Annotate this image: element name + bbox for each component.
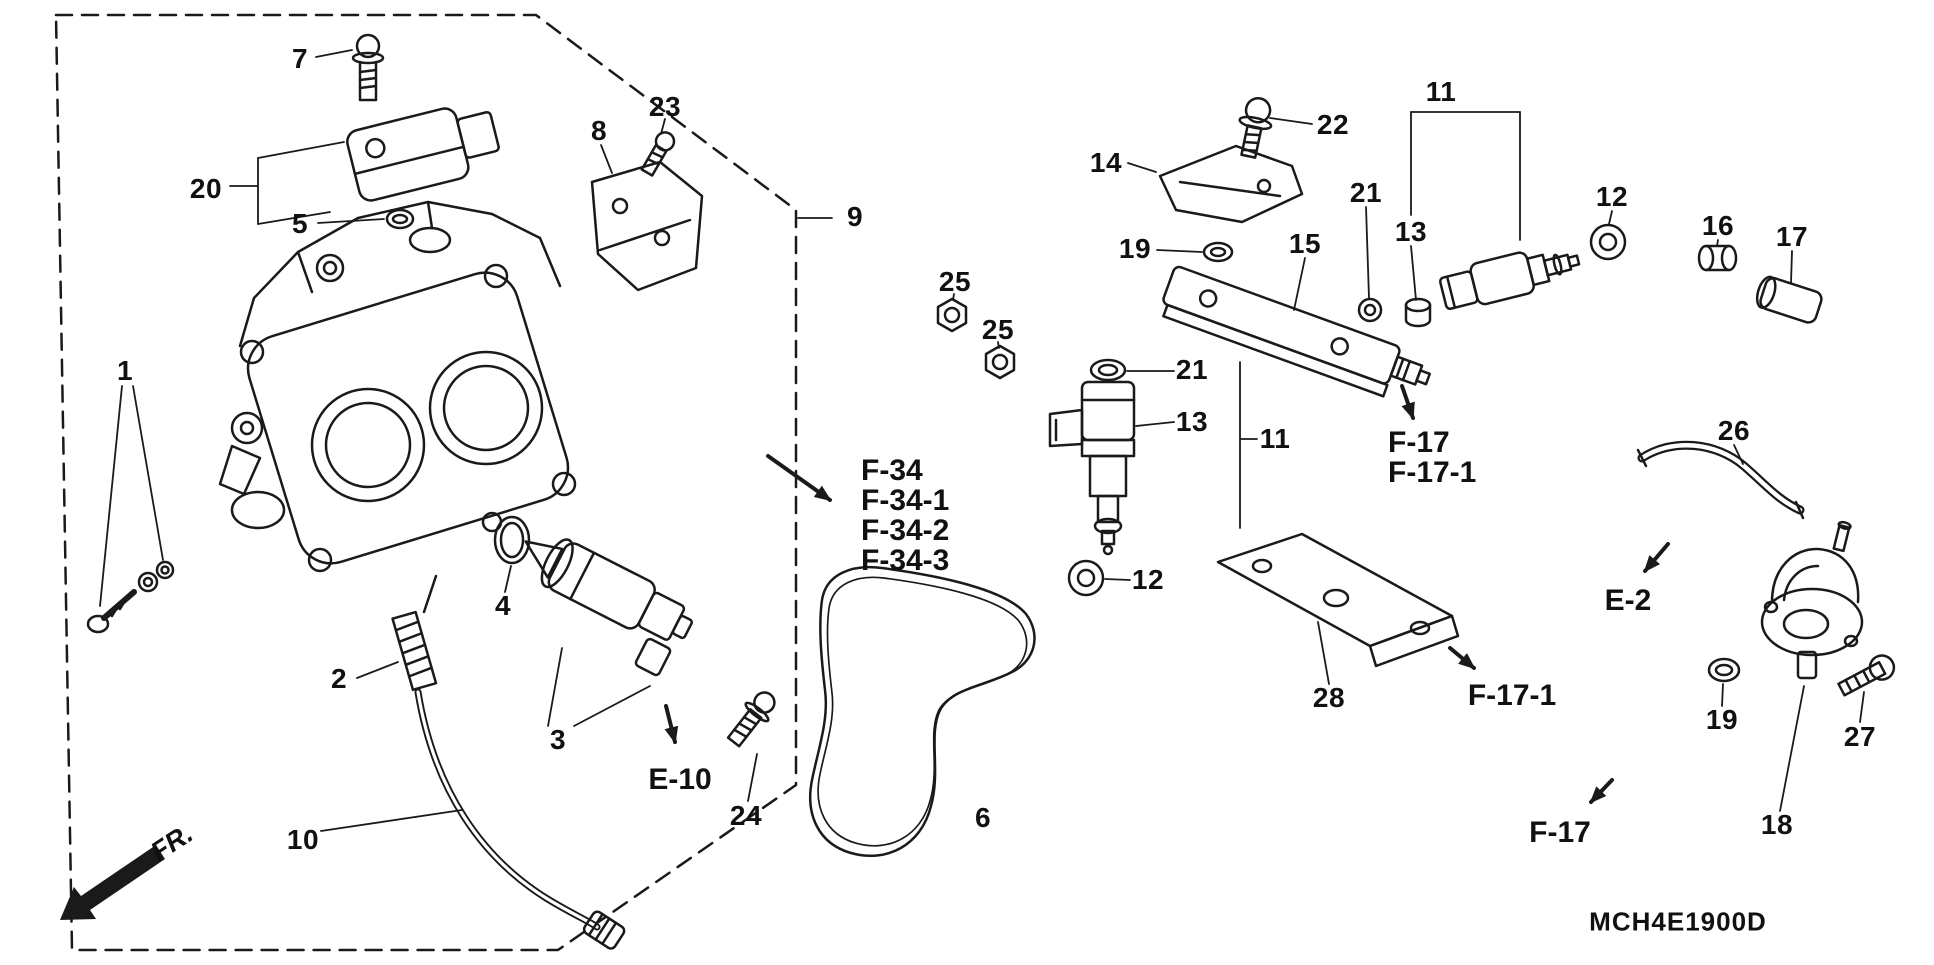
part-label-2: 2 [330,663,348,694]
sensor-unit-3 [524,538,693,677]
part-label-12-b: 12 [1131,564,1165,595]
part-label-16: 16 [1701,210,1735,241]
part-label-20: 20 [189,173,223,204]
part-label-12-a: 12 [1595,181,1629,212]
bracket-28 [1216,532,1460,668]
bolt-27 [1837,654,1896,697]
cap-17 [1755,275,1823,324]
part-label-8: 8 [590,115,608,146]
part-label-3: 3 [549,724,567,755]
throttle-body [218,200,577,573]
part-label-15: 15 [1288,228,1322,259]
part-label-23: 23 [648,91,682,122]
o-ring-4 [493,515,531,565]
part-label-26: 26 [1717,415,1751,446]
grommet-13-upper [1404,297,1432,328]
part-label-13-b: 13 [1175,406,1209,437]
flange-bolt-7 [351,33,385,102]
bolt-24 [726,691,776,748]
part-label-13-a: 13 [1394,216,1428,247]
part-label-7: 7 [291,43,309,74]
figure-code: MCH4E1900D [1589,906,1767,937]
part-label-11-b: 11 [1259,423,1291,454]
part-label-21-a: 21 [1349,177,1383,208]
part-label-9: 9 [846,201,864,232]
map-sensor [346,107,500,202]
stay-bracket-8 [590,160,704,292]
part-label-10: 10 [286,824,320,855]
ref-label-f34-1: F-34-1 [861,484,950,517]
ref-label-f17-a: F-17 [1388,426,1450,459]
part-label-25-b: 25 [981,314,1015,345]
part-label-22: 22 [1316,109,1350,140]
part-label-25-a: 25 [938,266,972,297]
part-label-19-a: 19 [1118,233,1152,264]
part-label-24: 24 [729,800,763,831]
bolt-23 [640,131,676,177]
part-label-28: 28 [1312,682,1346,713]
bracket-14 [1158,144,1304,224]
part-label-5: 5 [291,208,309,239]
nut-25-lower [984,344,1016,380]
ref-label-f17-1-b: F-17-1 [1467,679,1557,712]
collar-16 [1697,244,1738,272]
ref-label-f34-3: F-34-3 [861,544,950,577]
ref-label-f34: F-34 [861,454,923,487]
ref-label-f17-1-a: F-17-1 [1388,456,1477,489]
washer-19-upper [1202,241,1234,263]
part-label-1: 1 [116,355,134,386]
gasket-6 [808,565,1036,858]
part-label-14: 14 [1089,147,1123,178]
front-direction-arrow [60,845,165,920]
leader-lines [99,49,1865,832]
part-label-19-b: 19 [1705,704,1739,735]
nut-25-upper [936,297,968,333]
reference-arrows [664,384,1670,804]
o-ring-5 [385,208,415,230]
ref-label-f34-2: F-34-2 [861,514,950,547]
part-label-21-b: 21 [1175,354,1209,385]
ref-label-e2: E-2 [1604,584,1652,617]
hose-26 [1636,440,1805,520]
part-label-11-a: 11 [1425,76,1457,107]
fuel-injector-13-middle [1048,358,1136,556]
washer-12-lower [1067,559,1105,597]
part-label-4: 4 [494,590,512,621]
washer-19-lower [1707,657,1741,683]
ref-label-e10: E-10 [648,763,712,796]
part-label-18: 18 [1760,809,1794,840]
pressure-regulator-18 [1760,520,1864,680]
screw-washer-set-1 [86,560,175,634]
flange-bolt-22 [1238,96,1273,159]
washer-12-upper [1589,223,1627,261]
ref-label-f17-b: F-17 [1529,816,1591,849]
washer-21-upper [1357,297,1383,323]
part-label-27: 27 [1843,721,1877,752]
throttle-cable [391,574,626,950]
part-label-6: 6 [974,802,992,833]
dashed-border [54,13,798,952]
part-label-17: 17 [1775,221,1809,252]
fuel-rail-15 [1162,265,1431,398]
fuel-injector-11-upper [1438,251,1581,311]
